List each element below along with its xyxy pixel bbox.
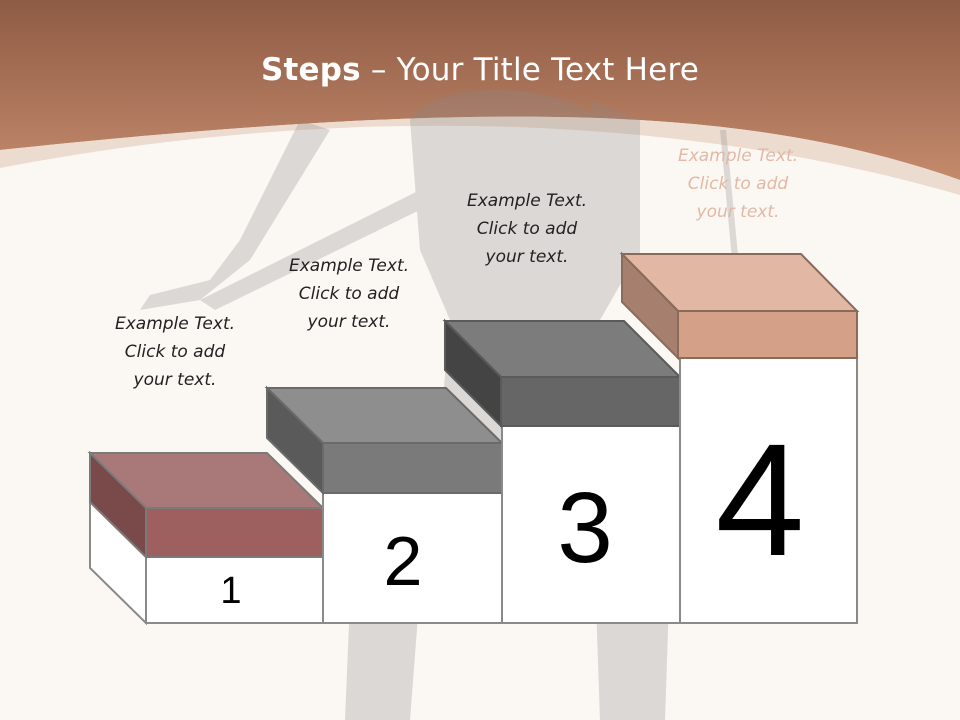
step-4-caption[interactable]: Example Text. Click to add your text. bbox=[643, 142, 833, 226]
step-4-column-front bbox=[679, 357, 858, 624]
step-2-number: 2 bbox=[383, 522, 423, 600]
step-2[interactable] bbox=[264, 385, 505, 624]
step-2-caption[interactable]: Example Text. Click to add your text. bbox=[254, 252, 444, 336]
caption-line: your text. bbox=[307, 312, 391, 332]
title-rest: – Your Title Text Here bbox=[360, 52, 699, 88]
caption-line: Example Text. bbox=[466, 191, 588, 211]
caption-line: your text. bbox=[696, 202, 780, 222]
step-4[interactable] bbox=[619, 251, 860, 624]
header-swoosh bbox=[0, 116, 960, 195]
caption-line: Example Text. bbox=[288, 256, 410, 276]
step-1-number: 1 bbox=[220, 570, 242, 612]
slide-title[interactable]: Steps – Your Title Text Here bbox=[0, 52, 960, 88]
step-1-caption[interactable]: Example Text. Click to add your text. bbox=[80, 310, 270, 394]
header-band bbox=[0, 0, 960, 180]
step-3-number: 3 bbox=[557, 472, 613, 584]
caption-line: Click to add bbox=[298, 284, 400, 304]
step-1[interactable] bbox=[87, 450, 326, 626]
step-3-caption[interactable]: Example Text. Click to add your text. bbox=[432, 187, 622, 271]
caption-line: Click to add bbox=[687, 174, 789, 194]
step-2-column-front bbox=[322, 492, 504, 624]
step-3-column-front bbox=[501, 425, 681, 624]
caption-line: your text. bbox=[485, 247, 569, 267]
caption-line: Click to add bbox=[476, 219, 578, 239]
title-bold: Steps bbox=[260, 52, 361, 88]
step-2-block-front bbox=[322, 442, 503, 494]
step-4-number: 4 bbox=[715, 410, 805, 589]
step-4-block-front bbox=[677, 310, 858, 359]
caption-line: Example Text. bbox=[114, 314, 236, 334]
step-3[interactable] bbox=[442, 318, 683, 624]
caption-line: Example Text. bbox=[677, 146, 799, 166]
step-3-block-front bbox=[500, 376, 681, 427]
caption-line: your text. bbox=[133, 370, 217, 390]
caption-line: Click to add bbox=[124, 342, 226, 362]
step-1-block-front bbox=[145, 507, 324, 558]
step-1-column-front bbox=[145, 556, 324, 624]
